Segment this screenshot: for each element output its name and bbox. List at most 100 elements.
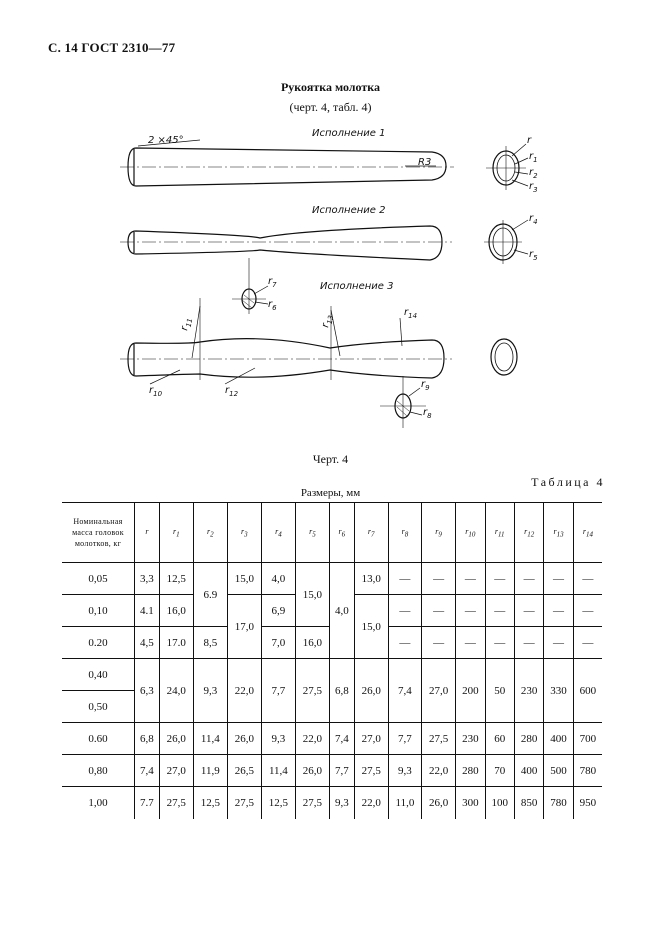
table-cell: 11,4 xyxy=(260,754,296,787)
table-cell: 15,0 xyxy=(294,562,330,627)
variant-1-label: Исполнение 1 xyxy=(312,128,385,139)
r14-label: r14 xyxy=(404,307,417,320)
header-r6: r6 xyxy=(328,502,355,563)
table-cell: 8,5 xyxy=(192,626,228,659)
table-cell: 0,80 xyxy=(62,754,135,787)
table-cell: 7,7 xyxy=(387,722,422,755)
table-cell: 9,3 xyxy=(328,786,355,819)
table-cell: 22,0 xyxy=(353,786,389,819)
table-cell: 0,10 xyxy=(62,594,135,627)
table-cell: 15,0 xyxy=(226,562,262,595)
r11-label: r11 xyxy=(179,317,194,332)
r2-label: r2 xyxy=(529,167,538,180)
table-cell: 9,3 xyxy=(192,658,228,723)
table-cell: 230 xyxy=(455,722,486,755)
table-cell: 7,4 xyxy=(134,754,160,787)
table-cell: 26,0 xyxy=(353,658,389,723)
header-r8: r8 xyxy=(387,502,422,563)
table-cell: — xyxy=(421,562,456,595)
header-r2: r2 xyxy=(192,502,228,563)
table-row-1-00: 1,00 7.7 27,5 12,5 27,5 12,5 27,5 9,3 22… xyxy=(62,786,602,819)
table-row-0-50: 0,50 xyxy=(62,690,602,723)
r5-label: r5 xyxy=(529,249,538,262)
header-r10: r10 xyxy=(455,502,486,563)
table-cell: 300 xyxy=(455,786,486,819)
table-cell: — xyxy=(455,562,486,595)
figure-subtitle: (черт. 4, табл. 4) xyxy=(289,100,372,114)
table-cell: 200 xyxy=(455,658,486,723)
table-cell: — xyxy=(387,562,422,595)
table-cell: 22,0 xyxy=(421,754,456,787)
table-row-0-40: 0,40 6,3 24,0 9,3 22,0 7,7 27,5 6,8 26,0… xyxy=(62,658,602,723)
table-cell: — xyxy=(387,594,422,627)
r3-label: R3 xyxy=(418,157,431,168)
table-cell: 4,0 xyxy=(328,562,355,659)
table-cell: 26,0 xyxy=(158,722,194,755)
table-cell: 7,7 xyxy=(260,658,296,723)
table-cell: — xyxy=(421,594,456,627)
r3-small-label: r3 xyxy=(529,181,538,194)
table-cell: 24,0 xyxy=(158,658,194,723)
r-label: r xyxy=(527,135,532,146)
table-cell: 60 xyxy=(484,722,515,755)
table-caption: Размеры, мм xyxy=(300,487,361,499)
table-cell: — xyxy=(421,626,456,659)
header-r7: r7 xyxy=(353,502,389,563)
table-cell: 11,0 xyxy=(387,786,422,819)
variant-3-label: Исполнение 3 xyxy=(320,281,393,292)
table-cell: 6,9 xyxy=(260,594,296,627)
table-cell: — xyxy=(572,594,602,627)
table-cell: 230 xyxy=(513,658,544,723)
table-header-row: Номинальная масса головок молотков, кг r… xyxy=(62,502,602,563)
table-cell: 7,4 xyxy=(328,722,355,755)
table-cell: — xyxy=(484,562,515,595)
table-cell: — xyxy=(572,562,602,595)
table-cell: 27,5 xyxy=(353,754,389,787)
r10-label: r10 xyxy=(149,385,163,398)
table-cell: 12,5 xyxy=(260,786,296,819)
table-cell: 850 xyxy=(513,786,544,819)
table-cell: 27,0 xyxy=(353,722,389,755)
table-cell: 6.9 xyxy=(192,562,228,627)
table-cell: 26,0 xyxy=(421,786,456,819)
r6-label: r6 xyxy=(268,299,277,312)
header-r3: r3 xyxy=(226,502,262,563)
table-cell: 16,0 xyxy=(294,626,330,659)
table-cell: 50 xyxy=(484,658,515,723)
table-cell: 27,5 xyxy=(158,786,194,819)
table-cell: 12,5 xyxy=(192,786,228,819)
table-cell: 330 xyxy=(543,658,574,723)
table-cell: 22,0 xyxy=(294,722,330,755)
table-row-0-20: 0.20 4,5 17.0 8,5 7,0 16,0 — — — — — — — xyxy=(62,626,602,659)
table-cell: 4.1 xyxy=(134,594,160,627)
table-cell: 0,40 xyxy=(62,658,135,691)
table-cell: 9,3 xyxy=(260,722,296,755)
table-cell: — xyxy=(455,626,486,659)
r8-label: r8 xyxy=(423,407,432,420)
table-cell: 27,5 xyxy=(226,786,262,819)
table-cell: 26,0 xyxy=(226,722,262,755)
figure-caption: Черт. 4 xyxy=(312,452,349,466)
table-row-0-05: 0,05 3,3 12,5 6.9 15,0 4,0 15,0 4,0 13,0… xyxy=(62,562,602,659)
figure-title: Рукоятка молотка xyxy=(280,80,381,94)
chamfer-label: 2 ×45° xyxy=(148,135,184,146)
table-cell: 600 xyxy=(572,658,602,723)
table-cell: — xyxy=(543,594,574,627)
table-cell: 13,0 xyxy=(353,562,389,595)
table-cell: 1,00 xyxy=(62,786,135,819)
table-cell: 9,3 xyxy=(387,754,422,787)
header-r1: r1 xyxy=(158,502,194,563)
header-r9: r9 xyxy=(421,502,456,563)
table-cell: 0.20 xyxy=(62,626,135,659)
table-cell: 3,3 xyxy=(134,562,160,595)
table-cell: — xyxy=(543,562,574,595)
variant-2-label: Исполнение 2 xyxy=(312,205,385,216)
table-cell: 27,0 xyxy=(158,754,194,787)
table-row-0-60: 0.60 6,8 26,0 11,4 26,0 9,3 22,0 7,4 27,… xyxy=(62,722,602,755)
table-cell: 26,0 xyxy=(294,754,330,787)
r9-label: r9 xyxy=(421,379,430,392)
table-cell: — xyxy=(513,562,544,595)
table-cell: 400 xyxy=(543,722,574,755)
table-cell: 17,0 xyxy=(226,594,262,659)
header-r12: r12 xyxy=(513,502,544,563)
